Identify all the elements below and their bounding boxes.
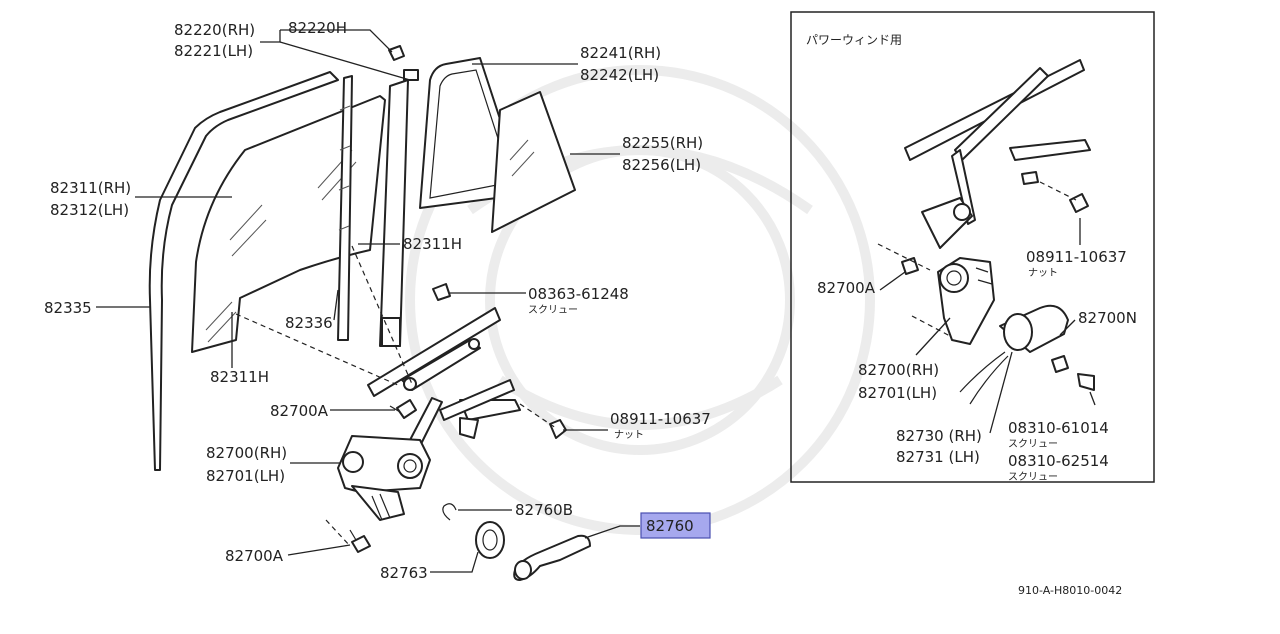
regulator-base-82700 [337, 435, 431, 521]
inset-label-nut: ナット [1028, 267, 1058, 279]
inset-label-08310-62514[interactable]: 08310-62514 [1008, 452, 1109, 470]
label-08363-61248[interactable]: 08363-61248 [528, 285, 629, 303]
inset-label-82730-rh[interactable]: 82730 (RH) [896, 427, 982, 445]
center-rail-82220 [379, 69, 419, 347]
label-82311h-bottom[interactable]: 82311H [210, 368, 269, 386]
retainer-clip-icon [442, 503, 457, 521]
inset-label-82700-rh[interactable]: 82700(RH) [858, 361, 939, 379]
label-82256-lh[interactable]: 82256(LH) [622, 156, 701, 174]
screw-icon [432, 283, 451, 301]
bolt-icon [349, 529, 371, 553]
quarter-glass-82255 [491, 91, 576, 233]
run-channel-82335 [148, 71, 339, 471]
label-screw-main: スクリュー [528, 304, 578, 316]
watermark-emblem [405, 65, 875, 535]
label-82255-rh[interactable]: 82255(RH) [622, 134, 703, 152]
nut-icon [549, 419, 567, 439]
inset-grommet-icon [1051, 355, 1069, 373]
inset-label-82700a[interactable]: 82700A [817, 279, 876, 297]
label-82241-rh[interactable]: 82241(RH) [580, 44, 661, 62]
label-82221-lh[interactable]: 82221(LH) [174, 42, 253, 60]
inset-label-82700n[interactable]: 82700N [1078, 309, 1137, 327]
label-82312-lh[interactable]: 82312(LH) [50, 201, 129, 219]
inset-label-screw-a: スクリュー [1008, 438, 1058, 450]
assembly-dashed-lines [235, 245, 557, 547]
channel-82336 [337, 75, 353, 341]
inset-title: パワーウィンド用 [806, 33, 902, 47]
label-82763[interactable]: 82763 [380, 564, 428, 582]
label-82700a-main[interactable]: 82700A [270, 402, 329, 420]
part-labels: 82220(RH) 82221(LH) 82220H 82241(RH) 822… [44, 19, 1137, 597]
inset-nut-icon [1069, 193, 1089, 213]
window-crank-handle-82760 [513, 534, 591, 581]
label-nut-main: ナット [614, 429, 644, 441]
leader-lines [96, 29, 640, 573]
selected-part-highlight[interactable] [640, 512, 711, 539]
inset-label-08310-61014[interactable]: 08310-61014 [1008, 419, 1109, 437]
inset-leader-lines [879, 218, 1096, 434]
inset-label-82731-lh[interactable]: 82731 (LH) [896, 448, 980, 466]
label-82335[interactable]: 82335 [44, 299, 92, 317]
inset-power-window [790, 11, 1155, 483]
label-82336[interactable]: 82336 [285, 314, 333, 332]
label-82311-rh[interactable]: 82311(RH) [50, 179, 131, 197]
window-regulator [367, 307, 521, 447]
label-82311h-top[interactable]: 82311H [403, 235, 462, 253]
reference-code: 910-A-H8010-0042 [1018, 584, 1122, 597]
inset-label-82701-lh[interactable]: 82701(LH) [858, 384, 937, 402]
bolt-icon [389, 399, 417, 419]
escutcheon-82763 [475, 521, 505, 559]
label-82700-rh[interactable]: 82700(RH) [206, 444, 287, 462]
label-82760b[interactable]: 82760B [515, 501, 573, 519]
clip-82220h [388, 45, 405, 61]
label-82700a-bottom[interactable]: 82700A [225, 547, 284, 565]
inset-label-screw-b: スクリュー [1008, 471, 1058, 483]
inset-label-08911-10637[interactable]: 08911-10637 [1026, 248, 1127, 266]
label-82220-rh[interactable]: 82220(RH) [174, 21, 255, 39]
label-82701-lh[interactable]: 82701(LH) [206, 467, 285, 485]
inset-bolt-icon [901, 257, 919, 275]
label-08911-10637-main[interactable]: 08911-10637 [610, 410, 711, 428]
label-82760[interactable]: 82760 [646, 517, 694, 535]
inset-dashed-lines [877, 181, 1077, 337]
inset-screw-icon [1077, 373, 1095, 391]
label-82242-lh[interactable]: 82242(LH) [580, 66, 659, 84]
label-82220h[interactable]: 82220H [288, 19, 347, 37]
